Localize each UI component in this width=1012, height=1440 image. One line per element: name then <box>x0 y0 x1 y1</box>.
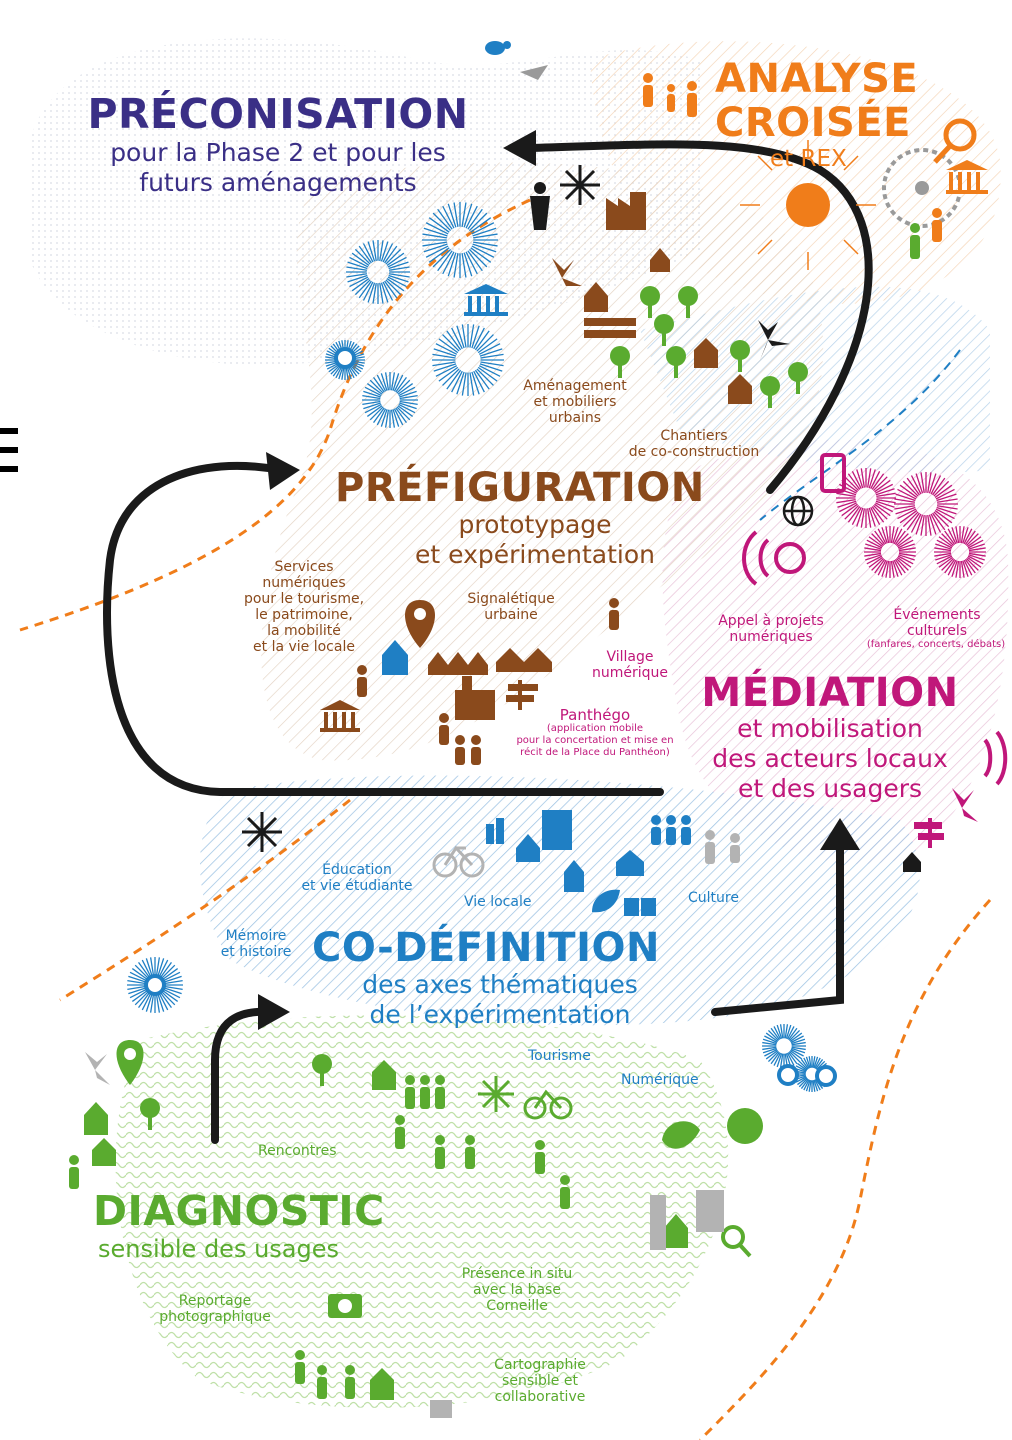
label-memoire: Mémoire et histoire <box>220 928 292 960</box>
person-icon <box>69 1075 570 1399</box>
signpost-icon <box>584 318 636 338</box>
codefinition-title: CO-DÉFINITION <box>312 925 660 971</box>
sun-icon <box>242 812 282 852</box>
label-numerique: Numérique <box>621 1072 699 1088</box>
factory-icon <box>606 192 646 230</box>
label-cartographie: Cartographie sensible et collaborative <box>494 1357 586 1405</box>
person-icon <box>643 73 942 242</box>
signpost-icon <box>506 680 538 710</box>
person-icon <box>910 223 920 259</box>
label-evenements: Événements culturels <box>893 607 981 639</box>
person-icon <box>651 815 691 845</box>
preconisation-title: PRÉCONISATION <box>87 90 469 138</box>
mediation-subtitle-line3: et des usagers <box>737 774 923 803</box>
label-culture: Culture <box>688 890 739 906</box>
bee-icon <box>485 41 511 55</box>
pinwheel-icon <box>85 1052 110 1085</box>
label-tourisme: Tourisme <box>528 1048 591 1064</box>
leaf-icon <box>662 1121 700 1149</box>
codefinition-subtitle-line2: de l’expérimentation <box>369 1000 631 1029</box>
person-icon <box>357 598 619 765</box>
analyse-title-line1: ANALYSE <box>715 56 919 102</box>
mediation-title: MÉDIATION <box>701 670 959 716</box>
pinwheel-icon <box>952 788 978 822</box>
preconisation-subtitle-line2: futurs aménagements <box>139 168 417 197</box>
house-icon <box>903 852 921 872</box>
preconisation-subtitle-line1: pour la Phase 2 et pour les <box>110 138 446 167</box>
label-presence: Présence in situ avec la base Corneille <box>461 1266 573 1314</box>
diagnostic-subtitle: sensible des usages <box>98 1235 340 1263</box>
smartphone-icon <box>820 453 846 493</box>
mediation-subtitle-line1: et mobilisation <box>737 714 923 743</box>
globe-icon <box>782 495 814 527</box>
analyse-title-line2: CROISÉE <box>715 100 911 146</box>
label-chantiers: Chantiers de co-construction <box>628 428 760 460</box>
museum-icon <box>946 160 988 194</box>
prefiguration-subtitle-line1: prototypage <box>458 510 612 539</box>
mediation-subtitle-line2: des acteurs locaux <box>712 744 948 773</box>
museum-icon <box>464 284 508 316</box>
arrowhead-prefiguration <box>266 452 300 490</box>
map-pin-icon <box>116 1040 144 1085</box>
museum-icon <box>430 1400 452 1418</box>
label-amenagement: Aménagement et mobiliers urbains <box>523 378 627 426</box>
label-services: Services numériques pour le tourisme, le… <box>243 559 365 655</box>
label-panthego-title: Panthégo <box>559 706 631 724</box>
pictograms <box>69 41 1008 1418</box>
magnifier-icon <box>933 118 977 164</box>
camera-icon <box>328 1294 362 1318</box>
leaf-icon <box>592 889 620 913</box>
house-icon <box>486 810 644 892</box>
label-reportage: Reportage photographique <box>159 1293 271 1325</box>
prefiguration-title: PRÉFIGURATION <box>335 465 705 511</box>
codefinition-subtitle-line1: des axes thématiques <box>362 970 638 999</box>
process-arrows <box>103 140 873 1144</box>
sun-icon <box>560 165 600 205</box>
arrow-to-preconisation <box>526 140 873 494</box>
fireworks-icon <box>127 202 986 1092</box>
arrow-codef-to-mediation <box>711 836 844 1016</box>
label-panthego-sub: (application mobile pour la concertation… <box>516 723 674 758</box>
label-evenements-sub: (fanfares, concerts, débats) <box>866 639 1006 650</box>
label-appel: Appel à projets numériques <box>718 613 824 645</box>
bird-icon <box>520 65 548 80</box>
label-village: Village numérique <box>591 649 668 681</box>
pinwheel-icon <box>758 320 790 360</box>
tree-icon <box>140 286 808 1130</box>
pinwheel-icon <box>552 258 582 286</box>
wifi-icon <box>742 530 1008 786</box>
house-icon <box>428 648 552 675</box>
arrowhead-preconisation <box>503 130 536 166</box>
label-vie-locale: Vie locale <box>464 894 532 910</box>
label-signaletique: Signalétique urbaine <box>467 591 555 623</box>
house-icon <box>584 248 752 404</box>
bicycle-icon <box>432 845 485 878</box>
arrowhead-mediation <box>820 818 860 850</box>
book-icon <box>624 898 656 916</box>
arrowhead-codefinition <box>258 994 290 1030</box>
analyse-subtitle: et REX <box>770 146 847 172</box>
signpost-icon <box>914 818 944 848</box>
splash-icon <box>727 1108 763 1144</box>
magnifier-icon <box>721 1225 752 1258</box>
prefiguration-subtitle-line2: et expérimentation <box>415 540 655 569</box>
sun-icon <box>478 1076 514 1112</box>
person-icon <box>530 182 550 230</box>
museum-icon <box>320 700 360 732</box>
house-icon <box>84 1060 688 1400</box>
factory-icon <box>650 1190 724 1250</box>
cropped-glyph <box>0 428 18 472</box>
bicycle-icon <box>523 1089 573 1120</box>
label-education: Éducation et vie étudiante <box>301 862 413 894</box>
factory-icon <box>455 676 495 720</box>
person-icon <box>705 830 740 864</box>
dashed-paths <box>19 198 992 1440</box>
arrow-loop-left <box>103 461 664 796</box>
map-pin-icon <box>405 600 435 648</box>
house-icon <box>382 640 408 675</box>
label-rencontres: Rencontres <box>258 1143 337 1159</box>
diagnostic-title: DIAGNOSTIC <box>93 1187 385 1235</box>
arrowheads <box>258 130 860 1030</box>
